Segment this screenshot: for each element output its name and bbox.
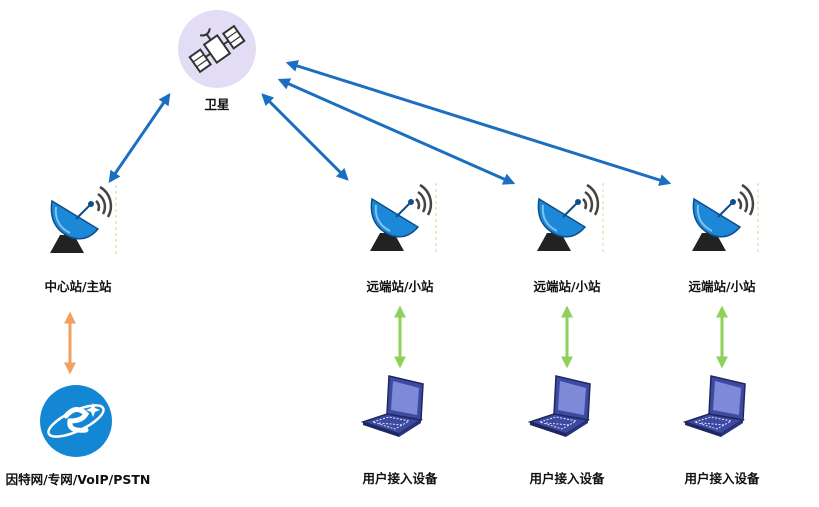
dish-antenna-icon [690, 183, 760, 253]
dish-antenna-icon [535, 183, 605, 253]
device-label: 用户接入设备 [528, 471, 605, 486]
laptop-icon [684, 375, 746, 438]
satellite-icon [188, 24, 246, 74]
remote-label: 远端站/小站 [366, 279, 434, 294]
remote-station-2: 远端站/小站 用户接入设备 [528, 183, 605, 486]
satellite-node: 卫星 [178, 10, 256, 112]
link-satellite-remote-3 [285, 60, 672, 186]
link-satellite-remote-2 [277, 78, 516, 185]
network-label: 因特网/专网/VoIP/PSTN [6, 472, 151, 487]
link-satellite-remote-1 [261, 93, 349, 181]
dish-antenna-icon [368, 183, 438, 253]
hub-label: 中心站/主站 [44, 279, 112, 294]
device-label: 用户接入设备 [361, 471, 438, 486]
internet-globe-icon [40, 385, 112, 457]
device-label: 用户接入设备 [683, 471, 760, 486]
remote-station-1: 远端站/小站 用户接入设备 [361, 183, 438, 486]
link-satellite-hub [108, 93, 171, 183]
satellite-links [108, 60, 672, 186]
remote-label: 远端站/小站 [688, 279, 756, 294]
satellite-label: 卫星 [204, 97, 229, 112]
laptop-icon [529, 375, 591, 438]
remote-label: 远端站/小站 [533, 279, 601, 294]
laptop-icon [362, 375, 424, 438]
hub-station: 中心站/主站 [44, 185, 118, 294]
dish-antenna-icon [48, 185, 118, 255]
remote-station-3: 远端站/小站 用户接入设备 [683, 183, 760, 486]
network-node: 因特网/专网/VoIP/PSTN [6, 385, 151, 487]
